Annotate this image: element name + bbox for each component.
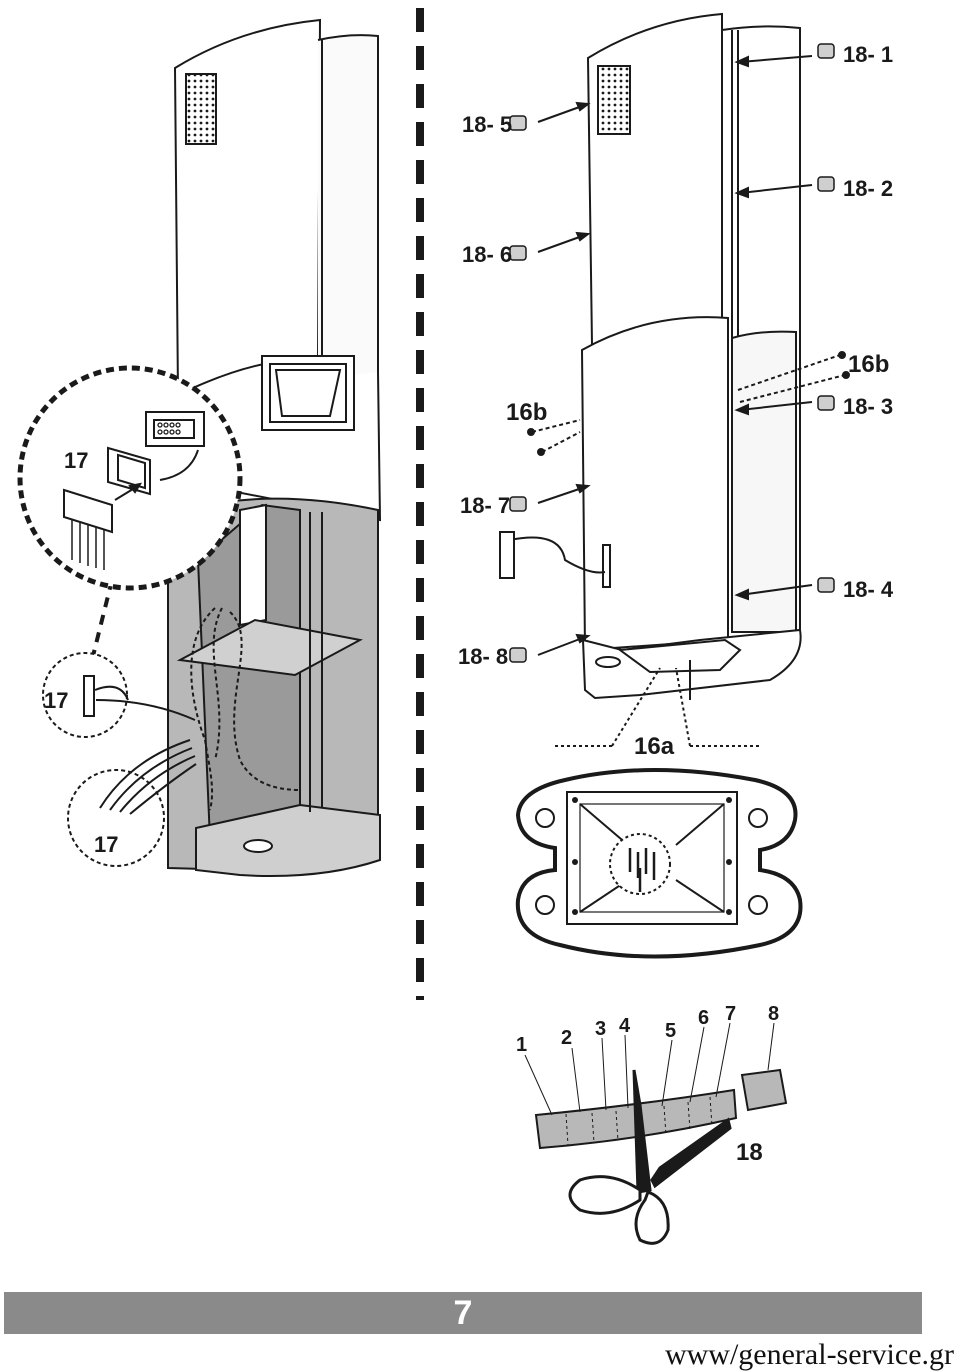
strip-numbers: 1 2 3 4 5 6 7 8 18 [516, 1003, 779, 1166]
vent-grill-icon [597, 65, 631, 135]
callout-label-17-large: 17 [64, 448, 88, 473]
strip-number: 6 [698, 1007, 709, 1029]
strip-number: 2 [561, 1027, 572, 1049]
strip-number: 1 [516, 1034, 527, 1056]
part-labels-18: 18- 5 18- 6 18- 7 18- 8 18- 1 18- 2 18- … [458, 42, 894, 669]
callout-leader [90, 579, 114, 661]
scissors-icon [568, 1069, 732, 1245]
label-18-3: 18- 3 [843, 394, 893, 419]
pointer-arrows [537, 55, 813, 656]
callout-label-17-wires: 17 [94, 832, 118, 857]
strip-number: 8 [768, 1003, 779, 1025]
footer-url: www/general-service.gr [664, 1338, 954, 1371]
callout-17-plug [42, 652, 196, 738]
label-16b-left: 16b [506, 399, 547, 426]
strip-label-18: 18 [736, 1139, 763, 1166]
label-16b-right: 16b [848, 351, 889, 378]
pad-icons [509, 43, 835, 663]
strip-number: 7 [725, 1003, 736, 1025]
vent-grill-icon [185, 73, 217, 145]
label-18-4: 18- 4 [843, 577, 894, 602]
detail-16a [515, 667, 803, 959]
label-18-5: 18- 5 [462, 112, 512, 137]
right-hood-assembly [499, 12, 802, 700]
strip-number: 3 [595, 1018, 606, 1040]
strip-number: 5 [665, 1020, 676, 1042]
cable-routing [190, 607, 301, 811]
label-16a: 16a [634, 733, 675, 760]
installation-diagram: 17 17 17 [17, 8, 894, 1245]
callout-17-wires [67, 739, 197, 867]
callout-17-connector [17, 365, 243, 591]
strip-number: 4 [619, 1015, 631, 1037]
label-18-1: 18- 1 [843, 42, 893, 67]
callout-label-17-small: 17 [44, 688, 68, 713]
label-18-8: 18- 8 [458, 644, 508, 669]
label-18-7: 18- 7 [460, 493, 510, 518]
screw-16b-icons [527, 351, 850, 456]
label-18-6: 18- 6 [462, 242, 512, 267]
label-18-2: 18- 2 [843, 176, 893, 201]
page-number-bar: 7 [4, 1292, 922, 1334]
page-number: 7 [453, 1294, 473, 1332]
